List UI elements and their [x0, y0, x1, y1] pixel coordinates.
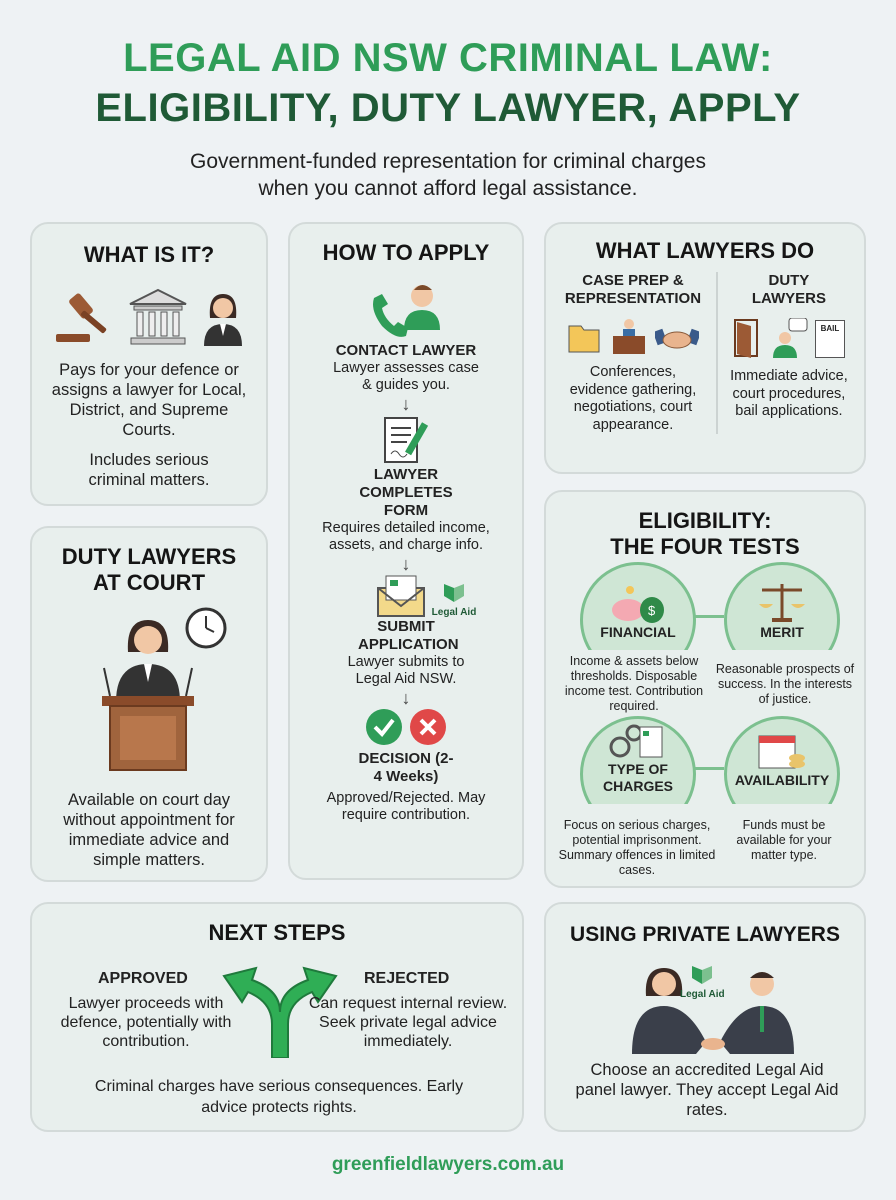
lawyer-at-podium-icon — [102, 620, 194, 771]
connector-line — [692, 615, 724, 618]
test-text: Funds must be available for your matter … — [736, 818, 832, 862]
calendar-coins-icon — [758, 735, 805, 769]
column-divider — [715, 272, 718, 434]
connector-line — [692, 767, 724, 770]
subtitle: Government-funded representation for cri… — [0, 148, 896, 202]
handshake-icon — [654, 328, 699, 349]
test-merit: MERIT — [724, 562, 840, 650]
test-label: FINANCIAL — [600, 624, 676, 640]
envelope-icon — [376, 575, 425, 617]
svg-text:$: $ — [648, 603, 656, 618]
step-title: LAWYER COMPLETES FORM — [359, 466, 453, 519]
door-icon — [733, 319, 758, 358]
what-is-it-card: WHAT IS IT? Pays for your defence or ass… — [30, 222, 268, 506]
duty-lawyers-col-text: Immediate advice, court procedures, bail… — [730, 368, 848, 419]
private-lawyers-card: USING PRIVATE LAWYERS Legal Aid Choose a… — [544, 902, 866, 1132]
approved-label: APPROVED — [98, 970, 188, 987]
arrow-down-icon: ↓ — [401, 394, 411, 414]
next-steps-card: NEXT STEPS APPROVED Lawyer proceeds with… — [30, 902, 524, 1132]
test-label: AVAILABILITY — [734, 772, 830, 788]
test-label: MERIT — [760, 624, 804, 640]
how-to-apply-heading: HOW TO APPLY — [322, 240, 490, 265]
approved-text: Lawyer proceeds with defence, potentiall… — [60, 995, 232, 1050]
step-text: Lawyer assesses case & guides you. — [333, 360, 479, 393]
gavel-icon — [56, 293, 107, 342]
clock-icon — [185, 607, 227, 649]
check-icon — [366, 709, 402, 745]
step-text: Requires detailed income, assets, and ch… — [322, 520, 490, 553]
title-line-1: LEGAL AID NSW CRIMINAL LAW: — [123, 36, 773, 80]
folder-icon — [568, 325, 600, 353]
courtroom-bench-icon — [612, 319, 645, 354]
step-text: Lawyer submits to Legal Aid NSW. — [347, 654, 465, 687]
private-lawyers-text: Choose an accredited Legal Aid panel law… — [575, 1061, 839, 1119]
duty-lawyers-col-heading: DUTY LAWYERS — [751, 272, 827, 307]
bail-document-icon: BAIL — [814, 320, 845, 358]
duty-lawyers-column: DUTY LAWYERS BAIL Immediate advice, cour… — [722, 272, 856, 434]
what-is-it-text: Pays for your defence or assigns a lawye… — [51, 361, 247, 439]
step-title: DECISION (2-4 Weeks) — [358, 750, 454, 785]
step-decision: DECISION (2-4 Weeks) Approved/Rejected. … — [298, 708, 514, 824]
case-prep-column: CASE PREP & REPRESENTATION Conferences, … — [554, 272, 712, 434]
step-title: CONTACT LAWYER — [335, 342, 477, 359]
legal-aid-logo: Legal Aid — [431, 582, 477, 618]
step-text: Approved/Rejected. May require contribut… — [326, 790, 486, 823]
test-text: Income & assets below thresholds. Dispos… — [564, 654, 704, 713]
what-is-it-heading: WHAT IS IT? — [83, 242, 215, 267]
legal-aid-logo-text: Legal Aid — [431, 607, 477, 618]
step-title: SUBMIT APPLICATION — [358, 618, 459, 653]
arrow-down-icon: ↓ — [401, 688, 411, 708]
step-submit-application: Legal Aid SUBMIT APPLICATION Lawyer subm… — [298, 574, 514, 688]
split-arrow-icon — [222, 966, 338, 1058]
title-line-2: ELIGIBILITY, DUTY LAWYER, APPLY — [95, 86, 801, 130]
case-prep-heading: CASE PREP & REPRESENTATION — [564, 272, 702, 307]
lawyer-icon — [204, 294, 242, 346]
how-to-apply-card: HOW TO APPLY CONTACT LAWYER Lawyer asses… — [288, 222, 524, 880]
eligibility-card: ELIGIBILITY:THE FOUR TESTS $ FINANCIAL ME… — [544, 490, 866, 888]
form-pen-icon — [384, 417, 429, 463]
next-steps-note: Criminal charges have serious consequenc… — [94, 1078, 464, 1116]
test-type-of-charges: TYPE OF CHARGES — [580, 716, 696, 804]
test-text: Reasonable prospects of success. In the … — [715, 662, 855, 706]
scales-icon — [759, 584, 805, 622]
test-availability: AVAILABILITY — [724, 716, 840, 804]
duty-lawyers-heading-2: AT COURT — [92, 570, 206, 595]
legal-aid-logo-text: Legal Aid — [680, 989, 725, 1000]
eligibility-heading: ELIGIBILITY:THE FOUR TESTS — [546, 508, 864, 560]
arrow-down-icon: ↓ — [401, 554, 411, 574]
test-text: Focus on serious charges, potential impr… — [558, 818, 716, 877]
eligibility-heading-2: THE FOUR TESTS — [610, 534, 800, 559]
legal-aid-logo: Legal Aid — [680, 964, 725, 1000]
rejected-text: Can request internal review. Seek privat… — [308, 995, 508, 1050]
phone-person-icon — [373, 285, 440, 337]
private-lawyers-heading: USING PRIVATE LAWYERS — [570, 923, 840, 946]
cross-icon — [410, 709, 446, 745]
footer-website[interactable]: greenfieldlawyers.com.au — [331, 1154, 565, 1175]
case-prep-text: Conferences, evidence gathering, negotia… — [569, 364, 697, 433]
handcuffs-document-icon — [609, 724, 663, 758]
rejected-label: REJECTED — [364, 970, 450, 987]
lawyers-handshake-icon — [632, 968, 794, 1054]
test-label: TYPE OF CHARGES — [603, 761, 674, 794]
duty-lawyers-heading-1: DUTY LAWYERS — [61, 544, 237, 569]
subtitle-line-1: Government-funded representation for cri… — [190, 150, 706, 173]
step-completes-form: LAWYER COMPLETES FORM Requires detailed … — [298, 414, 514, 554]
test-financial: $ FINANCIAL — [580, 562, 696, 650]
eligibility-heading-1: ELIGIBILITY: — [638, 508, 772, 533]
what-lawyers-do-heading: WHAT LAWYERS DO — [595, 238, 815, 263]
piggy-bank-money-bag-icon: $ — [612, 586, 664, 623]
what-is-it-note: Includes serious criminal matters. — [88, 451, 210, 489]
courthouse-icon — [129, 288, 187, 345]
person-speech-icon — [772, 318, 808, 358]
step-contact-lawyer: CONTACT LAWYER Lawyer assesses case & gu… — [298, 280, 514, 394]
what-lawyers-do-card: WHAT LAWYERS DO CASE PREP & REPRESENTATI… — [544, 222, 866, 474]
next-steps-heading: NEXT STEPS — [208, 920, 346, 945]
subtitle-line-2: when you cannot afford legal assistance. — [258, 177, 638, 200]
duty-lawyers-text: Available on court day without appointme… — [63, 791, 235, 869]
